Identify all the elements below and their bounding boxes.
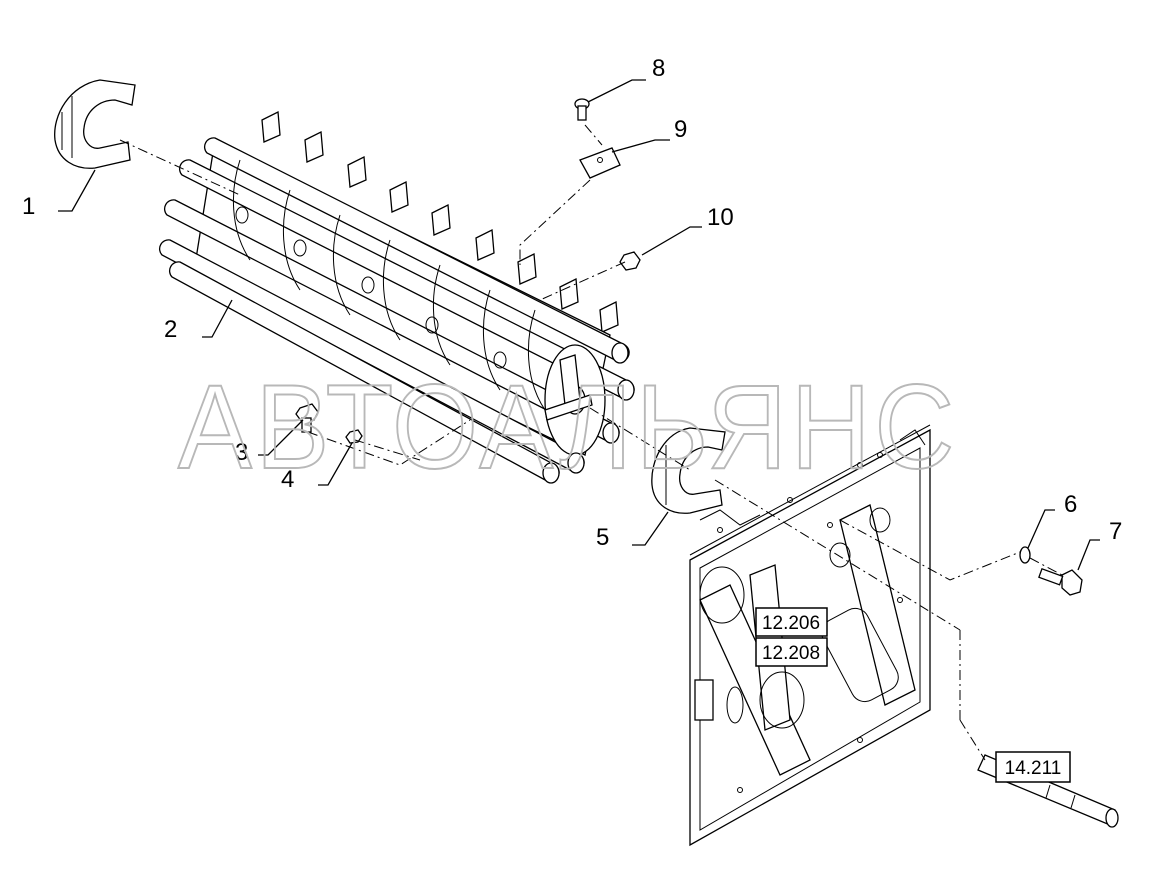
callout-9: 9 [674, 116, 687, 143]
callout-4: 4 [281, 466, 294, 493]
callout-10: 10 [707, 204, 734, 231]
assembly-centre-lines [119, 124, 1063, 761]
bolt-7 [1038, 567, 1083, 596]
bearing-ring-left [54, 79, 136, 169]
leader-lines [58, 79, 1100, 571]
callout-2: 2 [164, 316, 177, 343]
bolt-8 [574, 98, 590, 121]
callout-numbers: 1 2 3 4 5 6 7 8 9 10 [22, 55, 1122, 551]
reference-box-12-206: 12.206 [755, 607, 828, 637]
nut-10 [619, 251, 641, 271]
reference-box-12-208: 12.208 [755, 637, 828, 667]
callout-6: 6 [1064, 491, 1077, 518]
callout-3: 3 [235, 439, 248, 466]
callout-5: 5 [596, 524, 609, 551]
callout-7: 7 [1109, 518, 1122, 545]
rotor-drum [158, 110, 635, 484]
callout-1: 1 [22, 193, 35, 220]
reference-label-12-208: 12.208 [762, 643, 820, 664]
reference-label-12-206: 12.206 [762, 613, 820, 634]
reference-label-14-211: 14.211 [1005, 758, 1062, 779]
reference-box-14-211: 14.211 [995, 751, 1071, 783]
callout-8: 8 [652, 55, 665, 82]
washer-6 [1019, 546, 1031, 564]
watermark: АВТОАЛЬЯНС [178, 360, 958, 494]
plate-9 [579, 147, 621, 179]
bolt-3 [295, 403, 319, 433]
nut-4 [345, 429, 363, 444]
